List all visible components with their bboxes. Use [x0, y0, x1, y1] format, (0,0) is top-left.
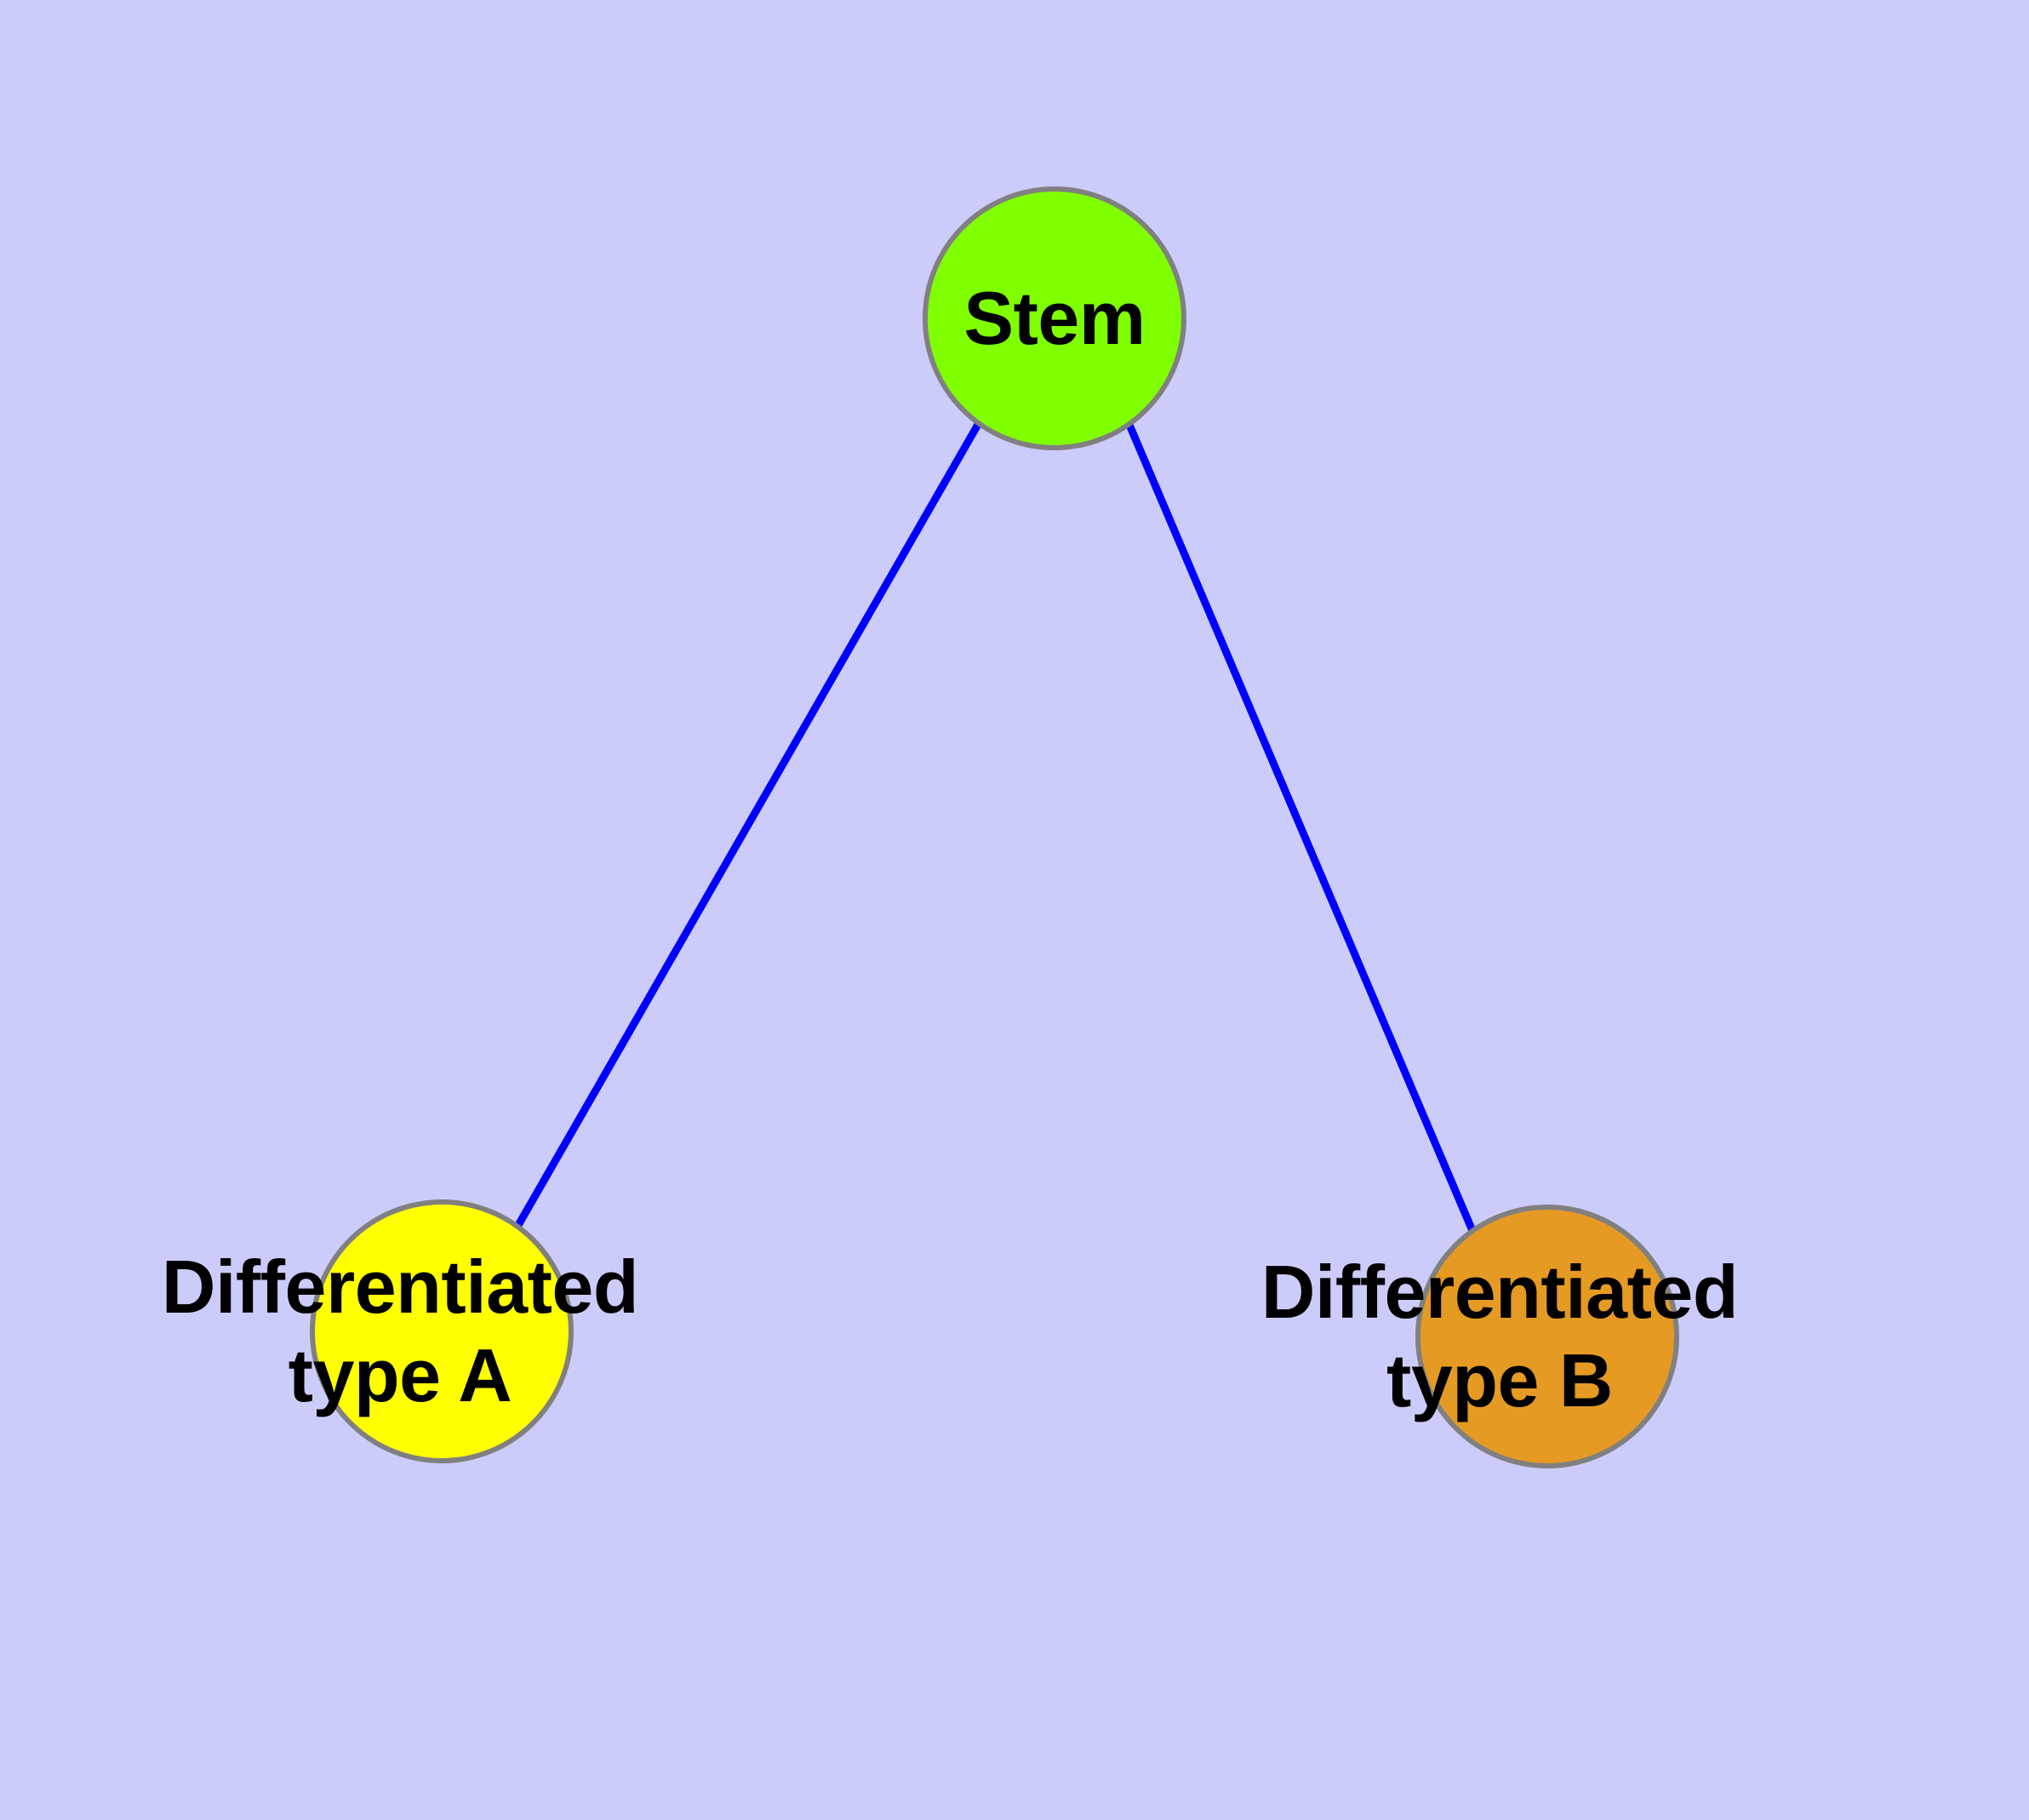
node-differentiated-type-b[interactable] — [1415, 1205, 1679, 1468]
edge-stem-to-diff-b[interactable] — [1125, 423, 1477, 1234]
node-stem[interactable] — [923, 186, 1186, 450]
edge-stem-to-diff-a[interactable] — [514, 421, 982, 1229]
node-differentiated-type-a[interactable] — [310, 1199, 574, 1463]
edge-layer — [514, 421, 1477, 1234]
node-layer — [310, 186, 1679, 1468]
